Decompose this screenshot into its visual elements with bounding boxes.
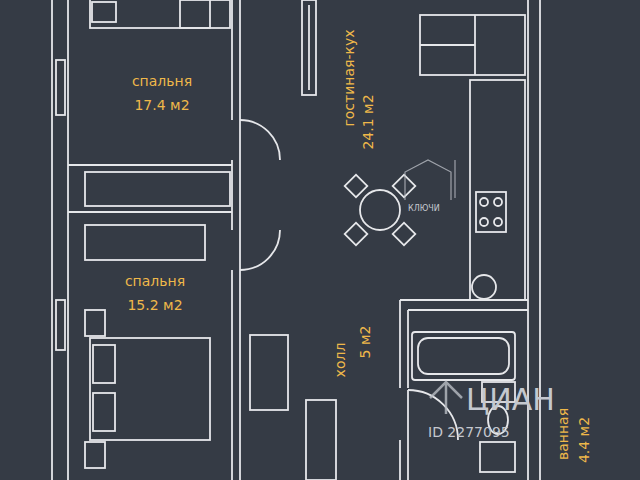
watermark: ID 2277095 <box>428 424 510 440</box>
room-name: спальня <box>125 274 185 289</box>
room-area: гостиная-кух 24.1 м2 <box>330 0 390 160</box>
room-area-value: 5 м2 <box>358 326 373 359</box>
room-area-value: 17.4 м2 <box>134 98 189 113</box>
watermark: КЛЮЧИ <box>408 204 440 213</box>
room-area-value: 24.1 м2 <box>361 94 376 149</box>
room-area-value: 15.2 м2 <box>127 298 182 313</box>
room-area: спальня 17.4 м2 <box>72 30 230 160</box>
watermark: ЦИАН <box>466 382 555 417</box>
room-name: холл <box>333 343 348 378</box>
room-name: гостиная-кух <box>342 29 357 126</box>
room-area: ванная 4.4 м2 <box>548 380 608 480</box>
room-name: ванная <box>556 408 571 460</box>
room-name: спальня <box>132 74 192 89</box>
room-area: спальня 15.2 м2 <box>72 262 230 332</box>
room-area: холл 5 м2 <box>325 315 385 395</box>
room-area-value: 4.4 м2 <box>577 417 592 463</box>
